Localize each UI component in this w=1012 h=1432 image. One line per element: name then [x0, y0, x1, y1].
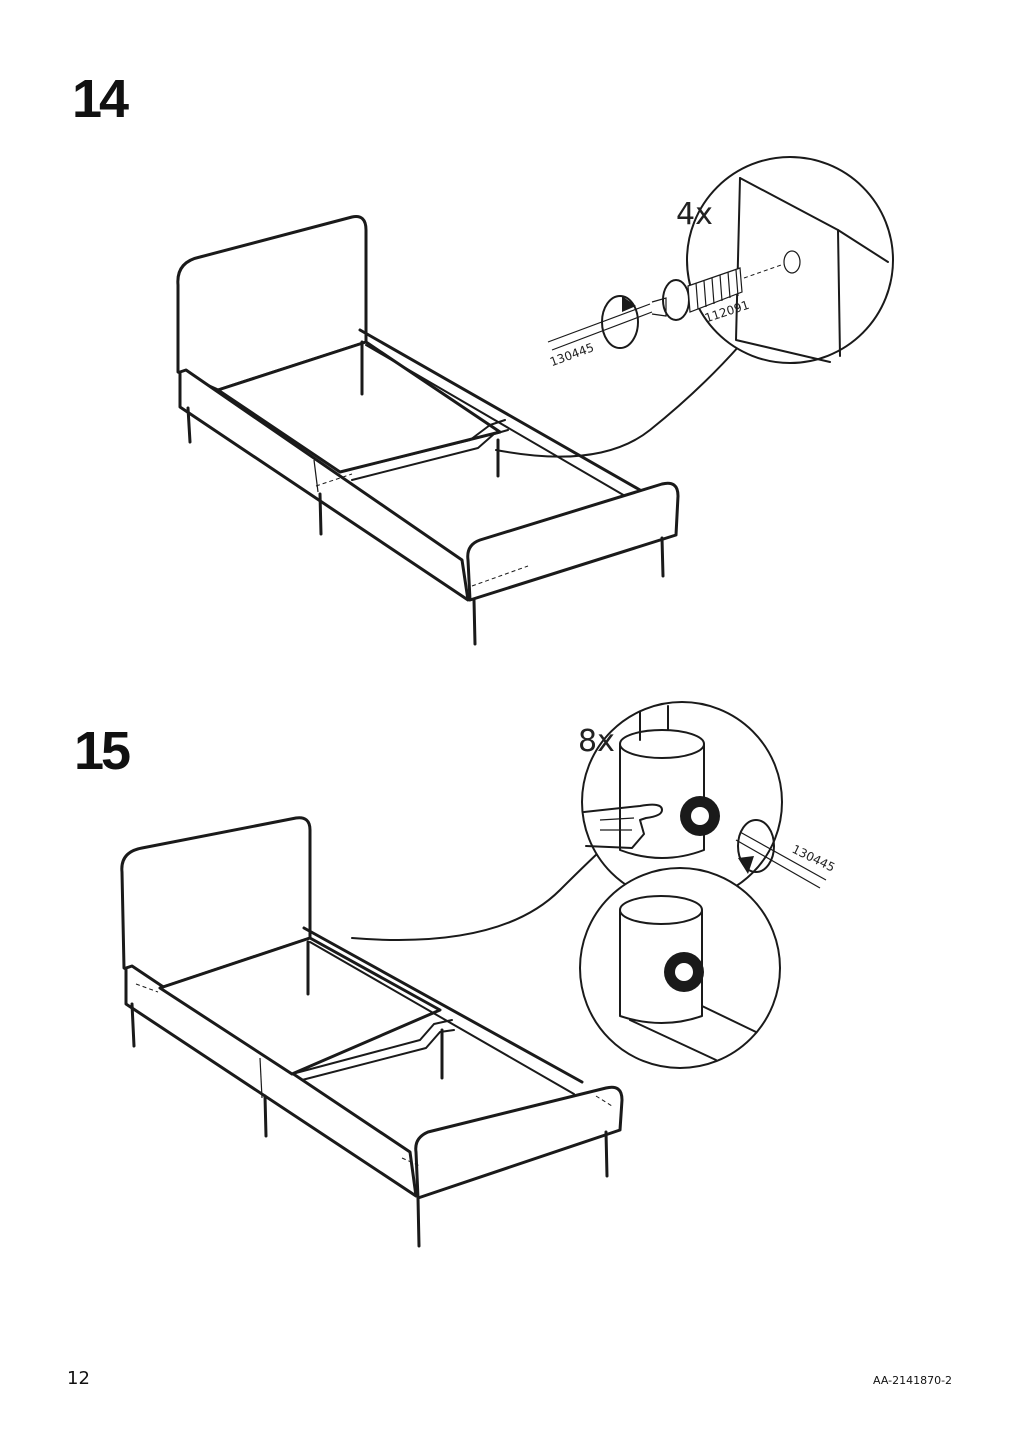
step-15-detail-before [619, 705, 720, 859]
pointing-hand-icon [583, 803, 663, 849]
step-14-number: 14 [72, 69, 129, 129]
rotate-arrow-icon [601, 295, 639, 349]
rotate-arrow-icon [737, 819, 775, 874]
step-14-quantity: 4x [676, 197, 713, 232]
page-number: 12 [67, 1368, 90, 1389]
step-15-callout-pointer [351, 839, 613, 941]
step-15-number: 15 [74, 721, 131, 781]
step-14-bed-frame [176, 215, 680, 646]
step-15-bed-frame [120, 816, 624, 1248]
document-id: AA-2141870-2 [873, 1374, 953, 1387]
step-14-callout-pointer [495, 344, 741, 458]
allen-key-icon [547, 297, 667, 351]
bolt-icon [662, 267, 743, 321]
step-15-quantity: 8x [578, 724, 615, 759]
step-15-detail-after [619, 895, 757, 1061]
step-14-detail [735, 177, 889, 363]
allen-key-icon [735, 831, 827, 889]
